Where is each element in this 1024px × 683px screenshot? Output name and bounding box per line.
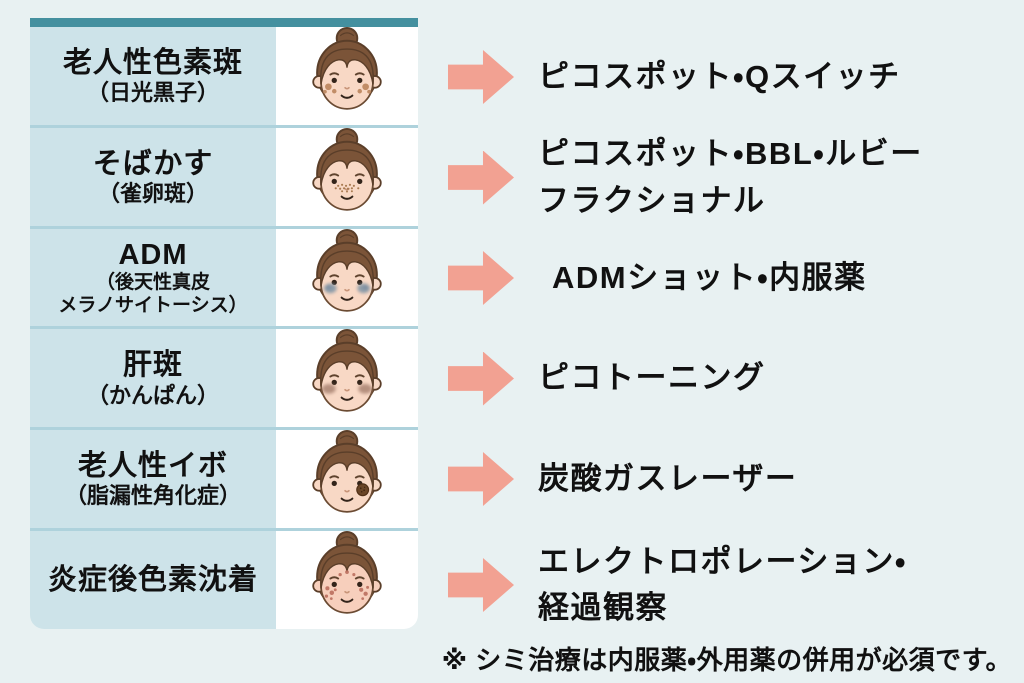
treatment-row: ピコスポット・BBL・ルビー フラクショナル	[448, 127, 1022, 228]
treatment-row: ピコスポット・Qスイッチ	[448, 27, 1022, 127]
treatment-row: ADMショット・内服薬	[448, 228, 1022, 328]
treatment-text: ADMショット・内服薬	[538, 255, 867, 302]
condition-subname: （日光黒子）	[86, 80, 219, 106]
treatment-text: 炭酸ガスレーザー	[538, 456, 797, 503]
treatment-text: ピコスポット・BBL・ルビー フラクショナル	[538, 131, 923, 224]
arrow-right-icon	[448, 351, 514, 406]
condition-cell: 老人性イボ （脂漏性角化症）	[30, 430, 276, 529]
treatment-line: 経過観察	[538, 590, 668, 625]
condition-cell: 肝斑 （かんぱん）	[30, 329, 276, 428]
freckles-face-illustration	[298, 127, 396, 226]
condition-name: 肝斑	[122, 349, 183, 382]
table-row: 炎症後色素沈着	[30, 528, 418, 629]
treatment-line: エレクトロポレーション・	[538, 543, 907, 579]
arrow-right-icon	[448, 558, 514, 612]
table-row: 老人性イボ （脂漏性角化症）	[30, 427, 418, 529]
treatment-row: 炭酸ガスレーザー	[448, 429, 1022, 529]
arrow-right-icon	[448, 150, 514, 205]
treatment-text: エレクトロポレーション・ 経過観察	[538, 539, 907, 632]
condition-name: そばかす	[92, 147, 214, 180]
treatment-line: フラクショナル	[538, 182, 766, 218]
condition-cell: そばかす （雀卵斑）	[30, 127, 276, 226]
face-cell	[276, 329, 418, 428]
face-cell	[276, 228, 418, 327]
treatment-line: ピコスポット・Qスイッチ	[538, 58, 901, 94]
arrow-right-icon	[448, 452, 514, 506]
table-row: ADM （後天性真皮 メラノサイトーシス）	[30, 225, 418, 327]
seborrheic-keratosis-face-illustration	[298, 430, 396, 528]
condition-cell: 炎症後色素沈着	[30, 531, 276, 629]
condition-subname: （雀卵斑）	[97, 180, 208, 206]
condition-subname: （後天性真皮	[95, 271, 210, 293]
treatment-text: ピコスポット・Qスイッチ	[538, 54, 901, 101]
melasma-face-illustration	[298, 329, 396, 427]
table-row: そばかす （雀卵斑）	[30, 124, 418, 226]
adm-face-illustration	[298, 228, 396, 327]
condition-name: ADM	[118, 238, 188, 271]
treatment-row: ピコトーニング	[448, 328, 1022, 429]
condition-subname: メラノサイトーシス）	[58, 294, 248, 316]
condition-subname: （かんぱん）	[86, 382, 219, 408]
table-row: 肝斑 （かんぱん）	[30, 326, 418, 428]
pih-face-illustration	[298, 531, 396, 629]
treatment-line: ピコトーニング	[538, 360, 766, 396]
senile-lentigo-face-illustration	[298, 27, 396, 125]
treatment-text: ピコトーニング	[538, 355, 766, 402]
treatment-row: エレクトロポレーション・ 経過観察	[448, 529, 1022, 641]
treatment-line: 炭酸ガスレーザー	[538, 460, 798, 496]
arrow-right-icon	[448, 251, 514, 305]
face-cell	[276, 127, 418, 226]
condition-name: 老人性イボ	[77, 450, 228, 483]
face-cell	[276, 531, 418, 629]
treatment-line: ピコスポット・BBL・ルビー	[538, 136, 923, 171]
condition-table: 老人性色素斑 （日光黒子） そばかす （雀卵斑）	[30, 18, 418, 629]
footnote: ※ シミ治療は内服薬・外用薬の併用が必須です。	[441, 645, 1012, 675]
table-header-bar	[30, 18, 418, 27]
face-cell	[276, 430, 418, 529]
face-cell	[276, 27, 418, 125]
treatment-line: ADMショット・内服薬	[552, 259, 867, 295]
arrow-right-icon	[448, 50, 514, 104]
condition-cell: ADM （後天性真皮 メラノサイトーシス）	[30, 228, 276, 327]
condition-cell: 老人性色素斑 （日光黒子）	[30, 27, 276, 125]
condition-name: 炎症後色素沈着	[47, 563, 258, 596]
condition-name: 老人性色素斑	[62, 46, 243, 79]
condition-subname: （脂漏性角化症）	[64, 483, 241, 509]
table-row: 老人性色素斑 （日光黒子）	[30, 27, 418, 125]
